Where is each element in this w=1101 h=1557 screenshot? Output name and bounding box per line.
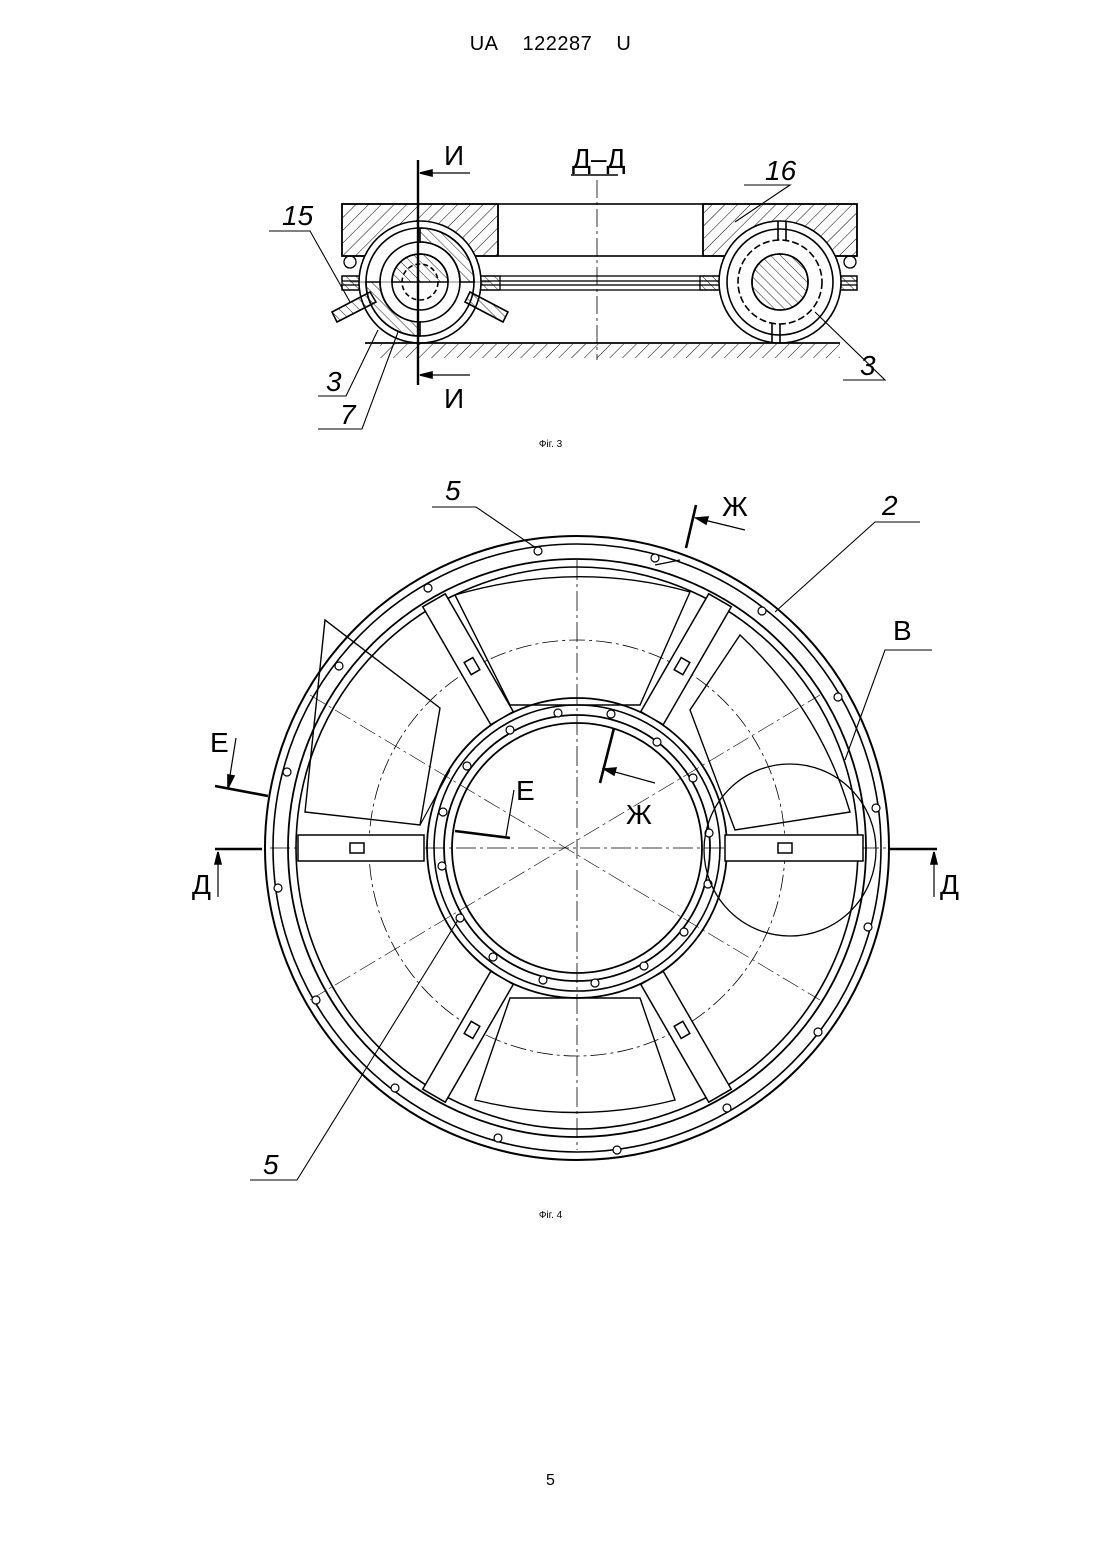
label-5-top: 5 xyxy=(445,475,461,506)
label-E-outer: Е xyxy=(210,727,229,758)
label-D-right: Д xyxy=(940,869,959,900)
label-7: 7 xyxy=(340,399,357,430)
ground-line xyxy=(365,343,840,358)
right-wheel xyxy=(719,221,841,343)
label-15: 15 xyxy=(282,200,314,231)
label-Zh-inner: Ж xyxy=(626,799,652,830)
label-3-left: 3 xyxy=(326,366,342,397)
page-number: 5 xyxy=(0,1472,1101,1490)
figure-3-caption: Фіг. 3 xyxy=(0,439,1101,450)
label-3-right: 3 xyxy=(860,350,876,381)
figure-3: Д–Д xyxy=(269,140,885,430)
figure-4-caption: Фіг. 4 xyxy=(0,1210,1101,1221)
label-E-inner: Е xyxy=(516,775,535,806)
section-title: Д–Д xyxy=(572,143,626,174)
label-5-bottom: 5 xyxy=(263,1149,279,1180)
label-B: В xyxy=(893,615,912,646)
figure-4: Д Д Е Е Ж Ж 5 2 В 5 xyxy=(192,475,959,1180)
cut-label-top: И xyxy=(444,140,464,171)
label-Zh-top: Ж xyxy=(722,491,748,522)
label-16: 16 xyxy=(765,155,797,186)
label-2: 2 xyxy=(881,490,898,521)
label-D-left: Д xyxy=(192,869,211,900)
cut-label-bottom: И xyxy=(444,383,464,414)
